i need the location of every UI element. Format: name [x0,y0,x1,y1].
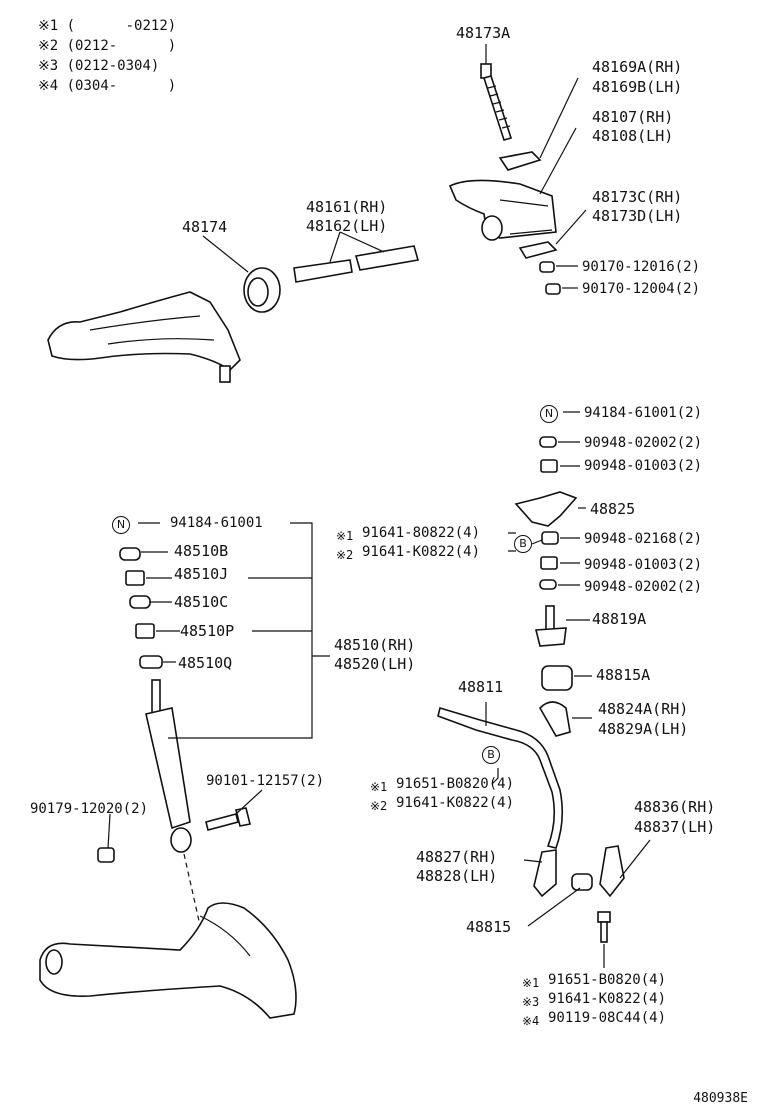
part-label-48161: 48161(RH) [306,198,388,216]
n-symbol-right: N [540,404,558,423]
part-label-48825: 48825 [590,500,636,518]
part-label-90948-02168: 90948-02168(2) [584,531,703,547]
part-label-90948-02002b: 90948-02002(2) [584,579,703,595]
legend-row: ※2 (0212- ) [38,38,177,54]
cushion-48510b-drawing [119,547,141,561]
part-label-48836: 48836(RH) [634,798,716,816]
date-range-legend: ※1 ( -0212) ※2 (0212- ) ※3 (0212-0304) ※… [38,16,176,96]
part-label-90948-01003b: 90948-01003(2) [584,557,703,573]
part-label-48829a: 48829A(LH) [598,720,689,738]
part-label-94184-61001-left: 94184-61001 [170,515,263,531]
mark-1-bottom: ※1 [522,976,540,990]
part-label-48173a: 48173A [456,24,511,42]
part-label-48837: 48837(LH) [634,818,716,836]
part-label-48510: 48510(RH) [334,636,416,654]
shock-absorber-drawing [145,679,192,853]
cushion-48510q-drawing [139,655,163,669]
nut-90948-02168-drawing [541,531,559,545]
link-48827-drawing [533,849,557,898]
part-label-48827: 48827(RH) [416,848,498,866]
b-symbol-mid: B [482,745,500,764]
part-label-90119-08c44: 90119-08C44(4) [548,1010,667,1026]
part-label-94184-61001-right: 94184-61001(2) [584,405,703,421]
part-label-90101-12157: 90101-12157(2) [206,773,325,789]
part-label-48824a: 48824A(RH) [598,700,689,718]
part-label-48828: 48828(LH) [416,867,498,885]
cushion-48510j-drawing [125,570,145,586]
bolt-90101-drawing [205,807,251,831]
mark-2-mid: ※2 [370,799,388,813]
washer-90948-02002b-drawing [539,579,557,590]
part-label-90170-12016: 90170-12016(2) [582,259,701,275]
bushing-48815a-drawing [541,665,573,691]
bushing-90948-01003b-drawing [540,556,558,570]
bolt-48173a-drawing [480,63,513,141]
washer-90948-02002a-drawing [539,436,557,448]
bracket-48824a-drawing [539,701,571,737]
leader-lines [107,44,651,968]
part-label-91641-k0822-bottom: 91641-K0822(4) [548,991,667,1007]
mark-4-bottom: ※4 [522,1014,540,1028]
mark-1-top: ※1 [336,529,354,543]
part-label-48510p: 48510P [180,622,235,640]
part-label-90948-02002a: 90948-02002(2) [584,435,703,451]
part-label-48815: 48815 [466,918,512,936]
shim-48169a-drawing [498,151,542,171]
part-label-90170-12004: 90170-12004(2) [582,281,701,297]
diagram-id: 480938E [693,1091,748,1106]
part-label-48169b: 48169B(LH) [592,78,683,96]
stabilizer-bar-48811-drawing [437,706,564,849]
part-label-91641-80822: 91641-80822(4) [362,525,481,541]
n-symbol-left: N [112,515,130,534]
bracket-48107-drawing [448,179,557,241]
part-label-48108: 48108(LH) [592,127,674,145]
part-label-48520: 48520(LH) [334,655,416,673]
part-label-48173d: 48173D(LH) [592,207,683,225]
mark-1-mid: ※1 [370,780,388,794]
bushing-48161-drawing [293,259,353,283]
part-label-90179-12020: 90179-12020(2) [30,801,149,817]
nut-90179-drawing [97,847,115,863]
part-label-90948-01003a: 90948-01003(2) [584,458,703,474]
bolt-bottom-drawing [597,911,611,943]
bracket-48825-drawing [514,491,578,527]
bushing-48815-drawing [571,873,593,891]
nut-90170-12016-drawing [539,261,555,273]
part-label-91641-k0822-mid: 91641-K0822(4) [396,795,515,811]
part-label-48815a: 48815A [596,666,651,684]
mark-2-top: ※2 [336,548,354,562]
part-label-48107: 48107(RH) [592,108,674,126]
bushing-90948-01003a-drawing [540,459,558,473]
part-label-91651-b0820-bottom: 91651-B0820(4) [548,972,667,988]
mark-3-bottom: ※3 [522,995,540,1009]
b-symbol-top: B [514,534,532,553]
part-label-91641-k0822-top: 91641-K0822(4) [362,544,481,560]
legend-row: ※4 (0304- ) [38,78,177,94]
bracket-48836-drawing [599,845,625,898]
part-label-48169a: 48169A(RH) [592,58,683,76]
part-label-48174: 48174 [182,218,228,236]
nut-90170-12004-drawing [545,283,561,295]
part-label-48173c: 48173C(RH) [592,188,683,206]
part-label-48510q: 48510Q [178,654,233,672]
part-label-48811: 48811 [458,678,504,696]
link-48819a-drawing [534,605,567,647]
legend-row: ※3 (0212-0304) [38,58,160,74]
part-label-48510b: 48510B [174,542,229,560]
bushing-48162-drawing [354,245,420,271]
part-label-48819a: 48819A [592,610,647,628]
cushion-48510p-drawing [135,623,155,639]
shim-48173c-drawing [518,241,558,259]
part-label-48510c: 48510C [174,593,229,611]
part-label-48162: 48162(LH) [306,217,388,235]
part-label-48510j: 48510J [174,565,229,583]
lower-arm-drawing [39,902,297,1019]
bushing-48174-drawing [243,267,281,313]
cushion-48510c-drawing [129,595,151,609]
legend-row: ※1 ( -0212) [38,18,177,34]
part-label-91651-b0820-mid: 91651-B0820(4) [396,776,515,792]
upper-arm-drawing [47,291,241,383]
